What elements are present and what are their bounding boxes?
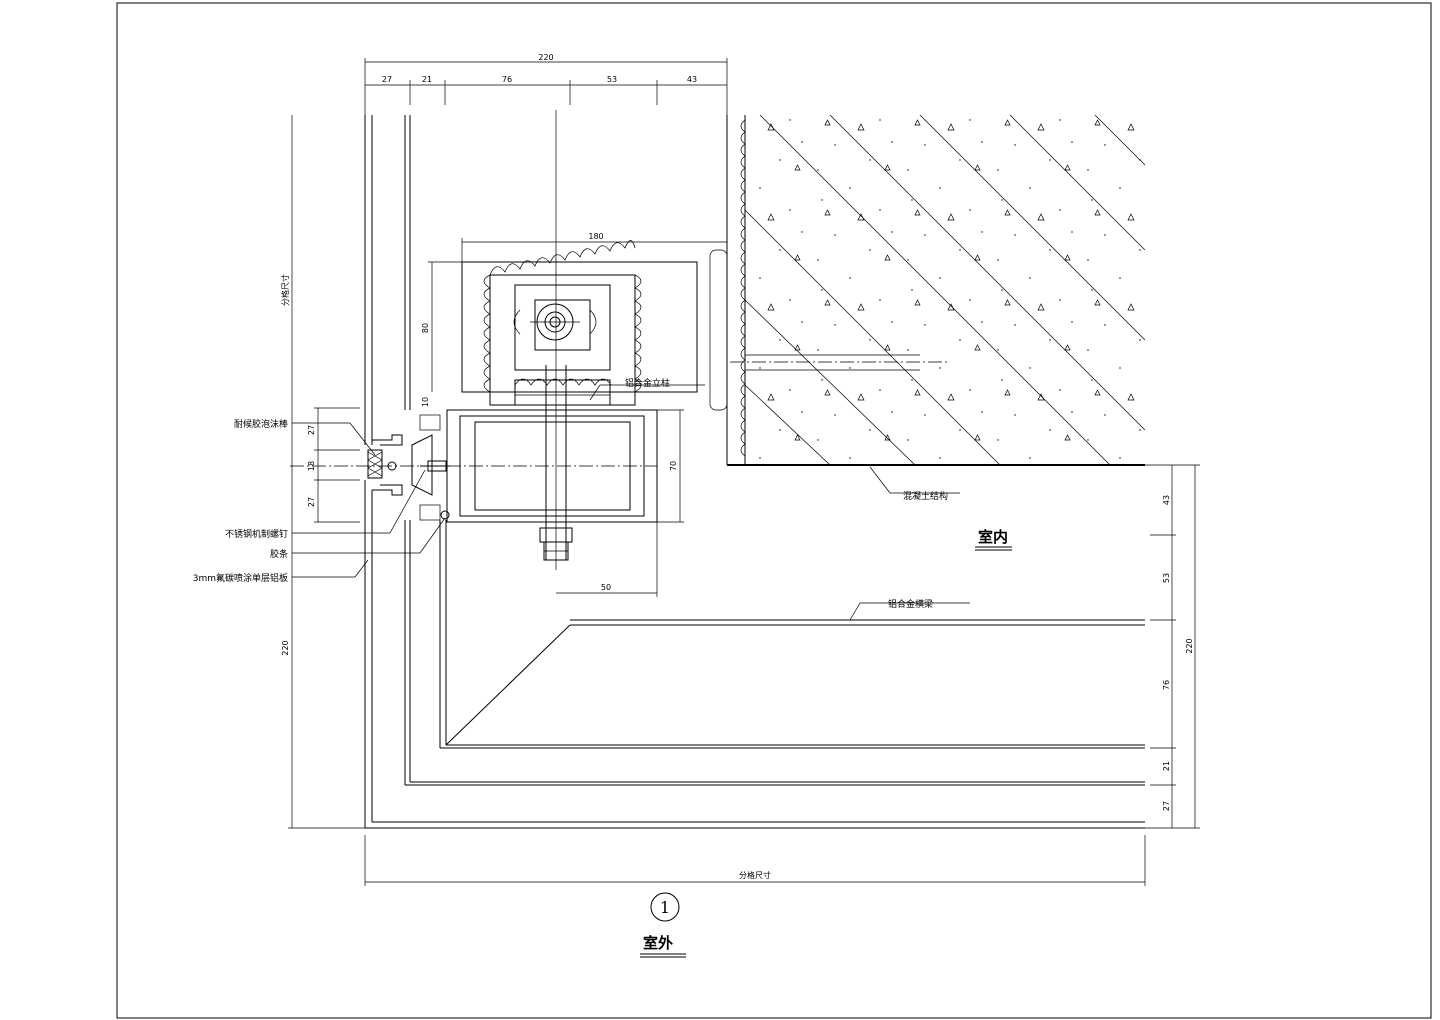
dim-top-1: 27 (382, 75, 392, 84)
detail-number-circle (650, 892, 680, 922)
label-concrete: 混凝土结构 (903, 490, 948, 502)
label-transom: 铝合金横梁 (888, 598, 933, 610)
dim-joint-2: 18 (307, 461, 316, 471)
drawing-frame (116, 2, 1432, 1019)
left-dimensions: 分格尺寸 220 27 18 27 (280, 115, 365, 829)
label-gasket: 胶条 (270, 548, 288, 560)
dim-top-5: 43 (687, 75, 697, 84)
dim-left-total: 220 (281, 640, 290, 655)
dim-bottom-grid: 分格尺寸 (739, 870, 771, 880)
dim-joint-1: 27 (307, 425, 316, 435)
aluminum-transom (290, 110, 658, 570)
dim-right-4: 21 (1162, 761, 1171, 771)
dim-right-2: 53 (1162, 573, 1171, 583)
dim-top-2: 21 (422, 75, 432, 84)
dim-right-5: 27 (1162, 801, 1171, 811)
room-inside-label: 室内 (978, 528, 1008, 546)
dim-mullion-width: 180 (588, 232, 603, 241)
dim-transom-height: 70 (669, 461, 678, 471)
top-dimensions: 220 27 21 76 53 43 180 80 10 70 50 (364, 53, 728, 597)
room-outside-label: 室外 (643, 934, 673, 952)
dim-right-1: 43 (1162, 495, 1171, 505)
dim-left-grid: 分格尺寸 (280, 274, 290, 306)
dim-bolt-offset: 50 (601, 583, 611, 592)
dim-top-3: 76 (502, 75, 512, 84)
dim-right-total: 220 (1185, 638, 1194, 653)
dim-top-4: 53 (607, 75, 617, 84)
panel-joint (367, 414, 450, 521)
label-mullion: 铝合金立柱 (625, 377, 670, 389)
dim-mullion-height: 80 (421, 323, 430, 333)
aluminum-mullion (461, 240, 698, 406)
panel-lines (364, 115, 1145, 829)
dim-top-total: 220 (538, 53, 553, 62)
dim-gap: 10 (421, 397, 430, 407)
label-sealant: 耐候胶泡沫棒 (234, 418, 288, 430)
label-screw: 不锈钢机制螺钉 (225, 528, 288, 540)
concrete-structure (709, 115, 1145, 466)
dim-joint-3: 27 (307, 497, 316, 507)
label-panel: 3mm氟碳喷涂单层铝板 (193, 572, 288, 584)
right-dimensions: 220 43 53 76 21 27 (1145, 464, 1200, 829)
bottom-dimension: 分格尺寸 (364, 835, 1146, 886)
dim-right-3: 76 (1162, 680, 1171, 690)
detail-number: 1 (660, 898, 670, 917)
leader-lines (292, 384, 970, 621)
